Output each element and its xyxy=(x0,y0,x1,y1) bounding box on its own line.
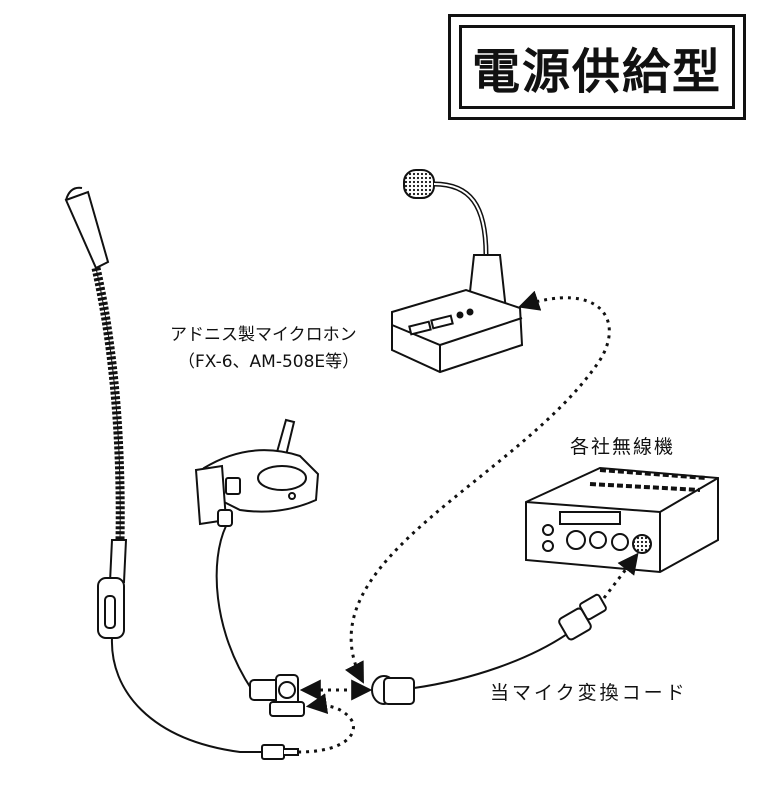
title-box: 電源供給型 xyxy=(448,14,746,120)
arrow-plug-to-connector xyxy=(297,693,355,754)
title-box-inner: 電源供給型 xyxy=(459,25,735,109)
label-adapter-cord: 当マイク変換コード xyxy=(490,682,688,704)
desk-microphone-icon xyxy=(391,169,524,374)
label-adonis-models: （FX-6、AM-508E等） xyxy=(178,352,360,372)
connection-arrows xyxy=(297,290,639,754)
label-transceivers: 各社無線機 xyxy=(570,436,676,458)
plug-small-icon xyxy=(261,744,299,760)
transceiver-icon xyxy=(525,466,719,574)
label-adonis-microphone: アドニス製マイクロホン xyxy=(170,325,357,345)
arrow-cord-to-transceiver xyxy=(602,552,639,599)
diagram-title: 電源供給型 xyxy=(471,44,722,100)
connector-plug-icon xyxy=(249,674,305,717)
headset-boom-microphone-icon xyxy=(194,418,320,691)
gooseneck-microphone-icon xyxy=(64,186,262,753)
arrow-adapter-to-desk-mic xyxy=(344,290,611,684)
